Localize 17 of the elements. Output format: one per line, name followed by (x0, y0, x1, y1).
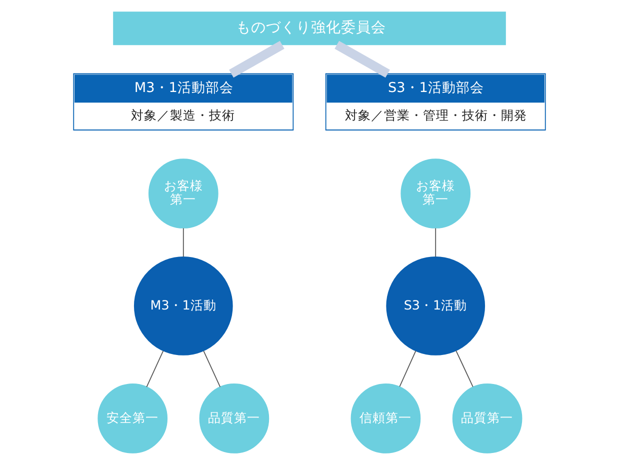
node-circle: お客様第一 (148, 158, 218, 228)
node-box: ものづくり強化委員会 (113, 12, 506, 46)
node-circle: 品質第一 (199, 384, 270, 454)
node-circle: 信頼第一 (350, 384, 421, 454)
connector (456, 350, 474, 388)
node-circle: お客様第一 (400, 158, 471, 228)
connector (203, 350, 221, 388)
connector (399, 350, 416, 388)
node-circle: S3・1活動 (386, 256, 486, 356)
connector (334, 40, 390, 78)
connector (146, 350, 164, 388)
connector (435, 228, 436, 258)
connector (182, 228, 184, 258)
node-circle: 品質第一 (452, 384, 522, 454)
node-circle: M3・1活動 (134, 256, 233, 356)
connector (229, 40, 284, 78)
node-circle: 安全第一 (98, 384, 168, 454)
